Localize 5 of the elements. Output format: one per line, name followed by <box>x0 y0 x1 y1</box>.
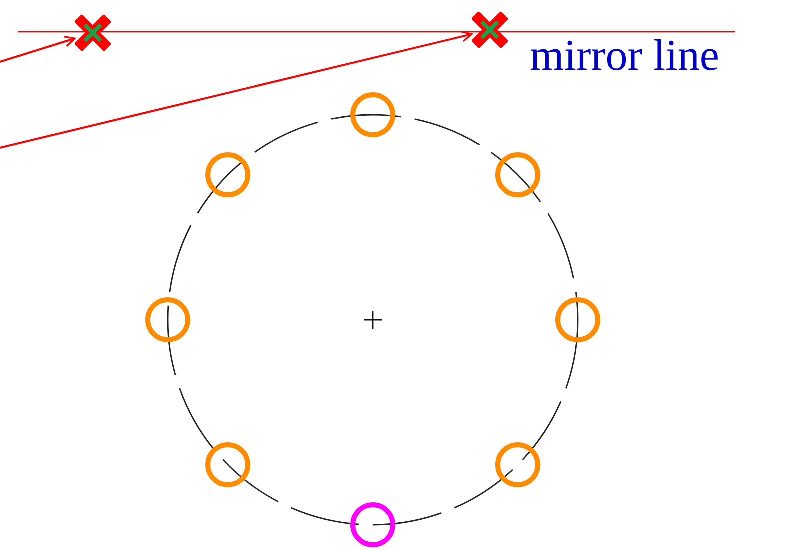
axis-label: mirror line <box>530 34 720 78</box>
arrow <box>0 31 473 149</box>
arrow <box>0 36 76 63</box>
cross-mark <box>472 12 508 48</box>
cross-mark <box>75 15 111 51</box>
